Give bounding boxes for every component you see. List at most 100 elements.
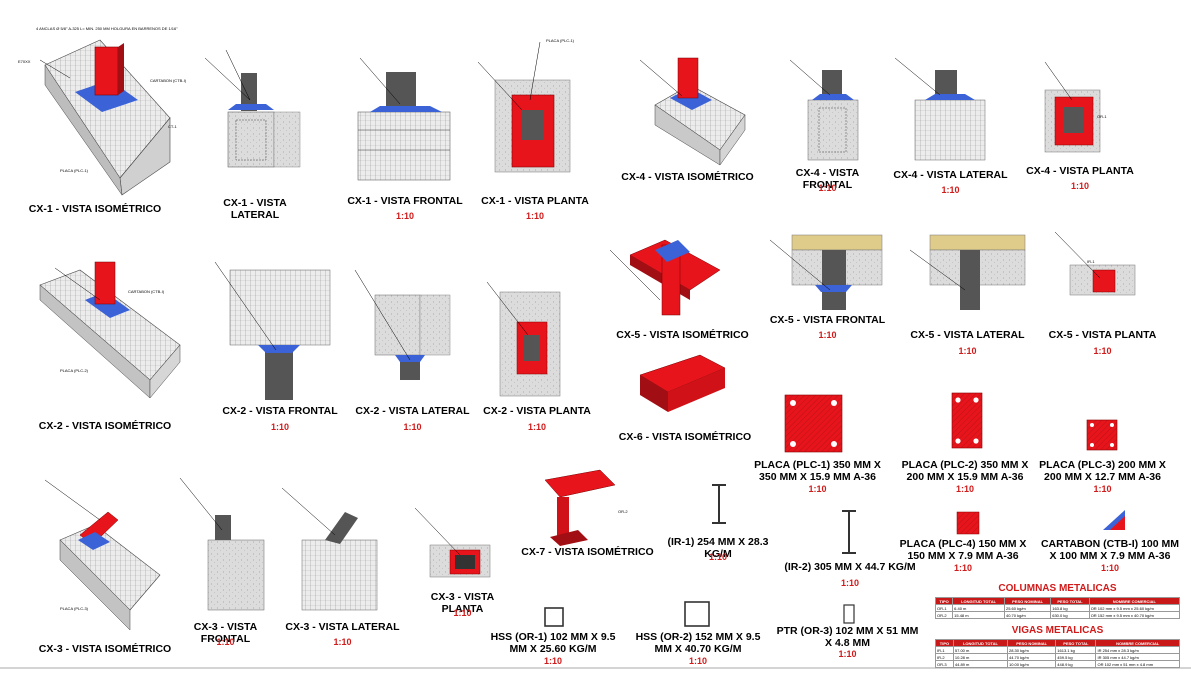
- table-cell: 44.89 m: [952, 660, 1009, 668]
- cx5-frontal-drawing: [769, 234, 883, 310]
- table-header: LONGITUD TOTAL: [952, 639, 1009, 647]
- plc1-plate-drawing: [784, 394, 843, 453]
- table-header: PESO TOTAL: [1050, 597, 1090, 605]
- view-title: CX-2 - VISTA ISOMÉTRICO: [38, 420, 172, 432]
- view-scale: 1:10: [453, 608, 472, 618]
- view-scale: 1:10: [808, 484, 827, 494]
- or1-section-drawing: [544, 607, 564, 627]
- placa-label: PLACA (PLC-2): [60, 368, 89, 373]
- view-title: CX-1 - VISTA FRONTAL: [347, 195, 463, 207]
- view-scale: 1:10: [1093, 346, 1112, 356]
- view-title: CX-7 - VISTA ISOMÉTRICO: [521, 546, 654, 558]
- table-cell: OR-3: [935, 660, 954, 668]
- or2-section-drawing: [684, 601, 710, 627]
- columnas-title: COLUMNAS METALICAS: [998, 583, 1117, 594]
- table-header: TIPO: [935, 639, 954, 647]
- view-title: CX-5 - VISTA LATERAL: [910, 329, 1025, 341]
- table-cell: OR 102 mm x 9.5 mm x 25.60 kg/m: [1088, 604, 1181, 612]
- view-title: PLACA (PLC-2) 350 MM X 200 MM X 15.9 MM …: [901, 459, 1029, 484]
- view-title: PLACA (PLC-1) 350 MM X 350 MM X 15.9 MM …: [754, 459, 881, 484]
- view-scale: 1:10: [1100, 563, 1119, 573]
- view-title: PTR (OR-3) 102 MM X 51 MM X 4.8 MM: [776, 625, 919, 650]
- cx5-planta-drawing: [1054, 231, 1136, 296]
- view-title: CX-6 - VISTA ISOMÉTRICO: [618, 431, 752, 443]
- table-cell: 630.0 kg: [1050, 611, 1090, 619]
- table-header: PESO NOMINAL: [1006, 639, 1057, 647]
- ctb1-cartabon-drawing: [1103, 510, 1125, 530]
- plc3-plate-drawing: [1086, 419, 1118, 451]
- ct-label: CT-1: [168, 124, 177, 129]
- table-cell: OR-1: [934, 604, 954, 612]
- view-scale: 1:10: [818, 330, 837, 340]
- view-title: PLACA (PLC-4) 150 MM X 150 MM X 7.9 MM A…: [899, 538, 1027, 563]
- view-scale: 1:10: [333, 637, 352, 647]
- column-tag: OR-1: [1097, 114, 1107, 119]
- view-title: (IR-1) 254 MM X 28.3 KG/M: [667, 536, 769, 561]
- table-cell: 25.60 kg/m: [1003, 604, 1052, 612]
- beam-tag: IR-1: [1087, 259, 1095, 264]
- view-title: PLACA (PLC-3) 200 MM X 200 MM X 12.7 MM …: [1039, 459, 1166, 484]
- cx2-frontal-drawing: [214, 261, 331, 400]
- table-cell: 44.70 kg/m: [1006, 653, 1057, 661]
- cx3-frontal-drawing: [179, 477, 265, 611]
- view-scale: 1:10: [216, 637, 235, 647]
- cx4-planta-drawing: [1044, 61, 1101, 153]
- table-cell: OR 102 mm x 51 mm x 4.8 mm: [1095, 660, 1180, 668]
- view-title: HSS (OR-1) 102 MM X 9.5 MM X 25.60 KG/M: [490, 631, 616, 656]
- view-title: CX-2 - VISTA FRONTAL: [222, 405, 338, 417]
- view-scale: 1:10: [708, 552, 727, 562]
- table-header: PESO TOTAL: [1055, 639, 1097, 647]
- view-title: CX-4 - VISTA ISOMÉTRICO: [621, 171, 754, 183]
- view-title: HSS (OR-2) 152 MM X 9.5 MM X 40.70 KG/M: [635, 631, 761, 656]
- view-scale: 1:10: [543, 656, 562, 666]
- cartabon-label: CARTABON (CTB-I): [150, 78, 187, 83]
- placa-label: PLACA (PLC-3): [60, 606, 89, 611]
- view-title: CX-3 - VISTA PLANTA: [430, 591, 495, 616]
- table-header: PESO NOMINAL: [1003, 597, 1052, 605]
- table-cell: IR-2: [935, 653, 954, 661]
- cx1-isometric-drawing: [39, 39, 171, 196]
- cx3-planta-drawing: [414, 507, 491, 578]
- table-cell: 1613.1 kg: [1055, 646, 1097, 654]
- cx6-isometric-drawing: [639, 354, 726, 412]
- view-scale: 1:10: [395, 211, 414, 221]
- table-cell: 448.9 kg: [1055, 660, 1097, 668]
- view-title: CX-1 - VISTA PLANTA: [481, 195, 589, 207]
- ir1-section-drawing: [712, 484, 726, 524]
- or3-section-drawing: [843, 604, 855, 624]
- table-header: NOMBRE COMERCIAL: [1088, 597, 1181, 605]
- cx2-planta-drawing: [486, 281, 561, 397]
- view-title: CX-1 - VISTA LATERAL: [223, 197, 287, 222]
- view-scale: 1:10: [838, 649, 857, 659]
- view-scale: 1:10: [818, 183, 837, 193]
- table-cell: IR 305 mm x 44.7 kg/m: [1095, 653, 1180, 661]
- view-title: CX-4 - VISTA LATERAL: [893, 169, 1008, 181]
- view-title: CX-3 - VISTA LATERAL: [285, 621, 400, 633]
- table-cell: OR-2: [934, 611, 954, 619]
- view-title: CARTABON (CTB-I) 100 MM X 100 MM X 7.9 M…: [1040, 538, 1180, 563]
- cx4-isometric-drawing: [639, 57, 746, 166]
- plc4-plate-drawing: [956, 511, 980, 535]
- table-cell: 10.00 kg/m: [1006, 660, 1057, 668]
- table-cell: IR-1: [935, 646, 954, 654]
- ir2-section-drawing: [842, 510, 856, 554]
- view-title: CX-5 - VISTA PLANTA: [1048, 329, 1157, 341]
- view-scale: 1:10: [403, 422, 422, 432]
- cx5-lateral-drawing: [909, 234, 1026, 310]
- table-cell: 6.40 m: [952, 604, 1005, 612]
- column-tag: OR-2: [618, 509, 628, 514]
- table-cell: OR 152 mm x 9.5 mm x 40.70 kg/m: [1088, 611, 1181, 619]
- view-scale: 1:10: [1093, 484, 1112, 494]
- table-cell: 15.48 m: [952, 611, 1005, 619]
- view-scale: 1:10: [840, 578, 859, 588]
- table-cell: 28.30 kg/m: [1006, 646, 1057, 654]
- table-header: NOMBRE COMERCIAL: [1095, 639, 1180, 647]
- cx4-lateral-drawing: [894, 57, 986, 161]
- cx2-lateral-drawing: [354, 269, 451, 380]
